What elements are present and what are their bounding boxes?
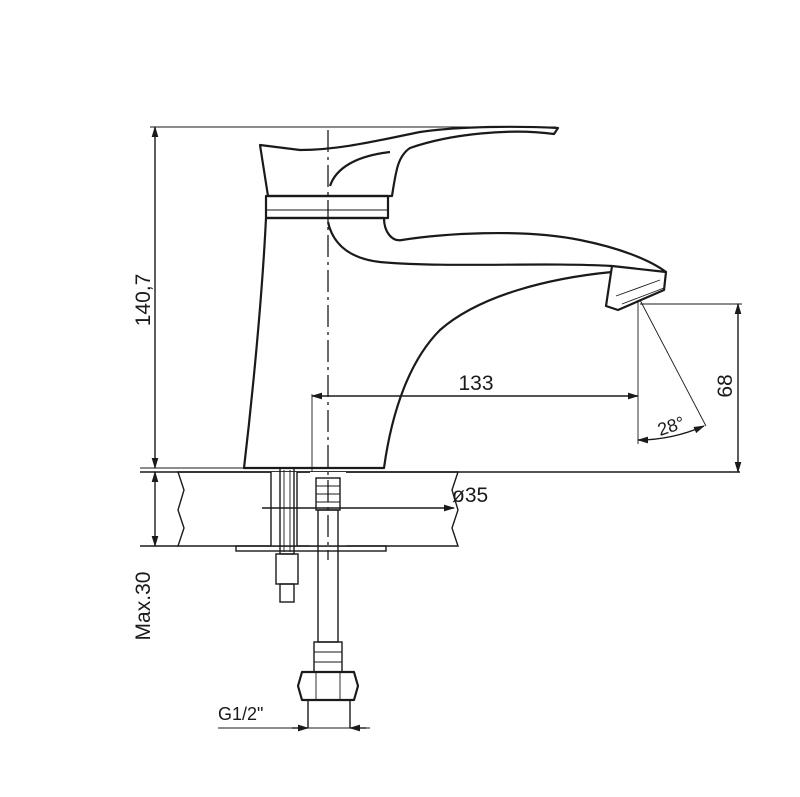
faucet-body bbox=[242, 125, 668, 470]
dim-max-thickness-label: Max.30 bbox=[132, 572, 155, 641]
aerator bbox=[604, 264, 668, 312]
dim-spout-reach-label: 133 bbox=[458, 372, 493, 395]
dim-outlet-height-label: 68 bbox=[714, 374, 737, 397]
faucet-spout bbox=[266, 216, 667, 273]
lever-handle bbox=[258, 125, 560, 198]
dimension-lines bbox=[140, 125, 742, 732]
hose-ferrule bbox=[313, 641, 343, 673]
dim-total-height-label: 140,7 bbox=[132, 274, 155, 327]
countertop-section bbox=[140, 471, 740, 552]
dim-angle-label: 28° bbox=[655, 412, 687, 439]
faucet-column bbox=[242, 217, 613, 470]
connection-nut bbox=[296, 670, 360, 702]
locking-plate bbox=[235, 545, 387, 552]
dim-thread-label: G1/2" bbox=[218, 704, 263, 724]
body-collar bbox=[264, 194, 390, 220]
dim-hole-diameter-label: ø35 bbox=[452, 484, 488, 507]
countertop-slab bbox=[177, 471, 459, 547]
